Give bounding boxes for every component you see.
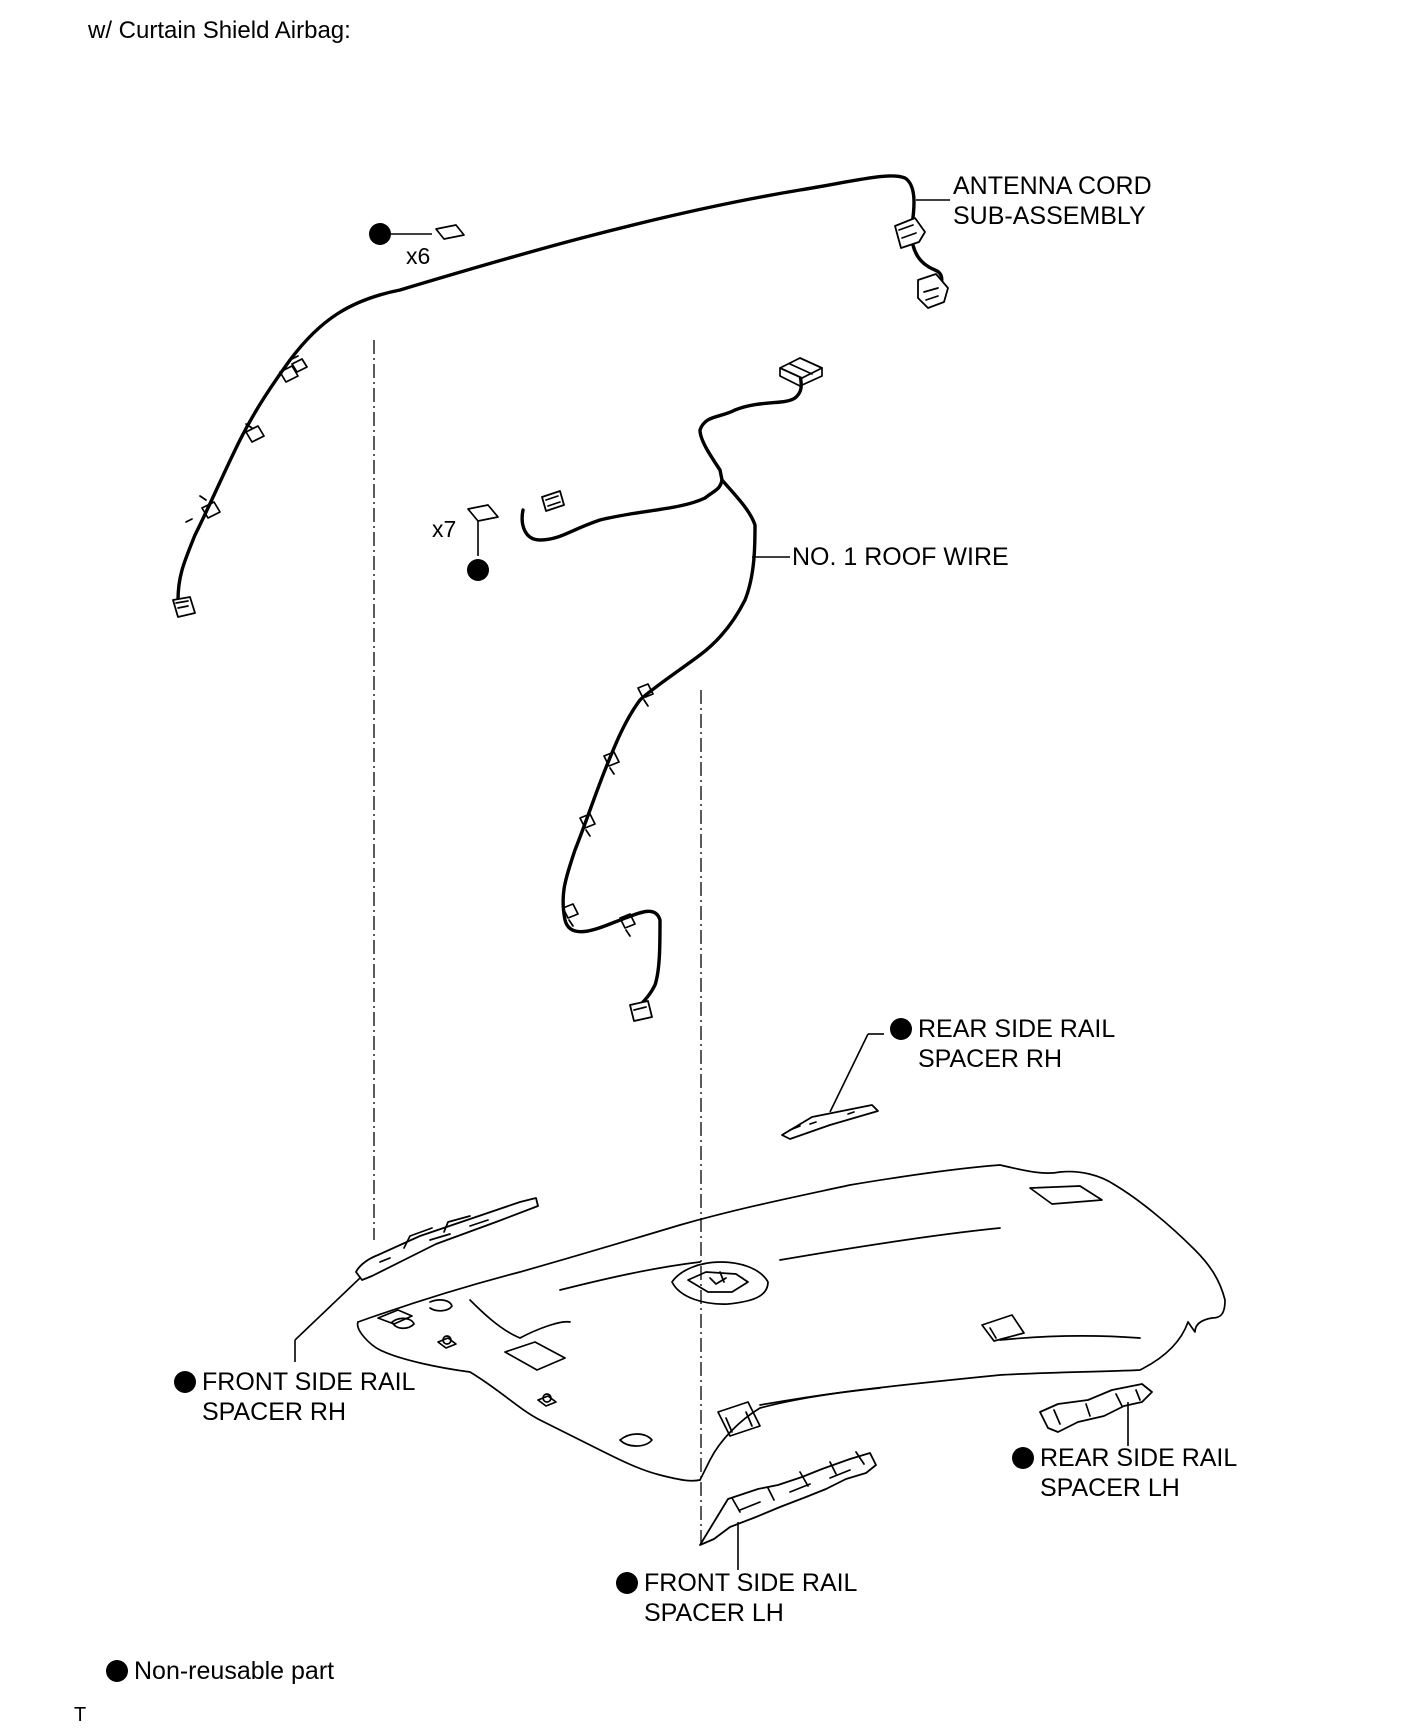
front-side-rail-spacer-rh [294,1197,539,1362]
front-side-rail-spacer-lh [699,1451,877,1570]
clamp-qty-x6: x6 [406,243,431,269]
legend-dot-icon [106,1660,128,1682]
callout-rear-rail-rh-line1: REAR SIDE RAIL [918,1015,1116,1043]
headlining-dome-opening [504,1341,566,1371]
callout-front-rail-rh-line1: FRONT SIDE RAIL [202,1368,416,1396]
callout-front-rail-lh-line1: FRONT SIDE RAIL [644,1569,858,1597]
roof-wire-clips [562,683,654,937]
roof-headlining [356,1164,1226,1482]
non-reusable-mark [616,1572,638,1594]
diagram-caption: w/ Curtain Shield Airbag: [88,17,351,44]
headlining-center-opening [671,1261,769,1305]
callout-antenna-cord-line1: ANTENNA CORD [953,172,1152,200]
antenna-connector-rear [894,217,926,249]
footer-mark: T [74,1704,87,1726]
roof-wire-connector-top [779,357,823,379]
non-reusable-mark [890,1018,912,1040]
callout-front-rail-lh-line2: SPACER LH [644,1599,784,1627]
clamp-icon [435,224,465,240]
rear-side-rail-spacer-rh [781,1033,884,1140]
callout-antenna-cord-line2: SUB-ASSEMBLY [953,202,1146,230]
callout-antenna-cord: ANTENNA CORD SUB-ASSEMBLY [953,171,1152,231]
callout-roof-wire: NO. 1 ROOF WIRE [792,543,1009,571]
callout-rear-rail-lh-line2: SPACER LH [1040,1474,1180,1502]
clamp-icon [467,504,499,522]
callout-rear-rail-lh: REAR SIDE RAIL SPACER LH [1012,1443,1237,1503]
clamp-x6-group [369,223,465,245]
callout-front-rail-rh-line2: SPACER RH [202,1398,347,1426]
callout-rear-rail-rh: REAR SIDE RAIL SPACER RH [890,1014,1115,1074]
non-reusable-mark [174,1371,196,1393]
legend: Non-reusable part [106,1656,334,1686]
callout-rear-rail-rh-line2: SPACER RH [918,1045,1063,1073]
roof-wire-connector-bottom [629,1000,653,1022]
non-reusable-mark [1012,1447,1034,1469]
roof-wire-connector-side [541,490,565,512]
roof-wire-assembly [520,357,823,1022]
callout-front-rail-lh: FRONT SIDE RAIL SPACER LH [616,1568,857,1628]
callout-front-rail-rh: FRONT SIDE RAIL SPACER RH [174,1367,415,1427]
callout-rear-rail-lh-line1: REAR SIDE RAIL [1040,1444,1238,1472]
headlining-rear-opening [1029,1185,1103,1205]
antenna-base-connector [917,273,949,309]
antenna-clips [185,355,308,523]
rear-side-rail-spacer-lh [1039,1383,1153,1446]
legend-text: Non-reusable part [134,1657,335,1685]
clamp-x7-group [467,504,499,581]
clamp-qty-x7: x7 [432,516,457,542]
antenna-cord-assembly [172,174,950,618]
